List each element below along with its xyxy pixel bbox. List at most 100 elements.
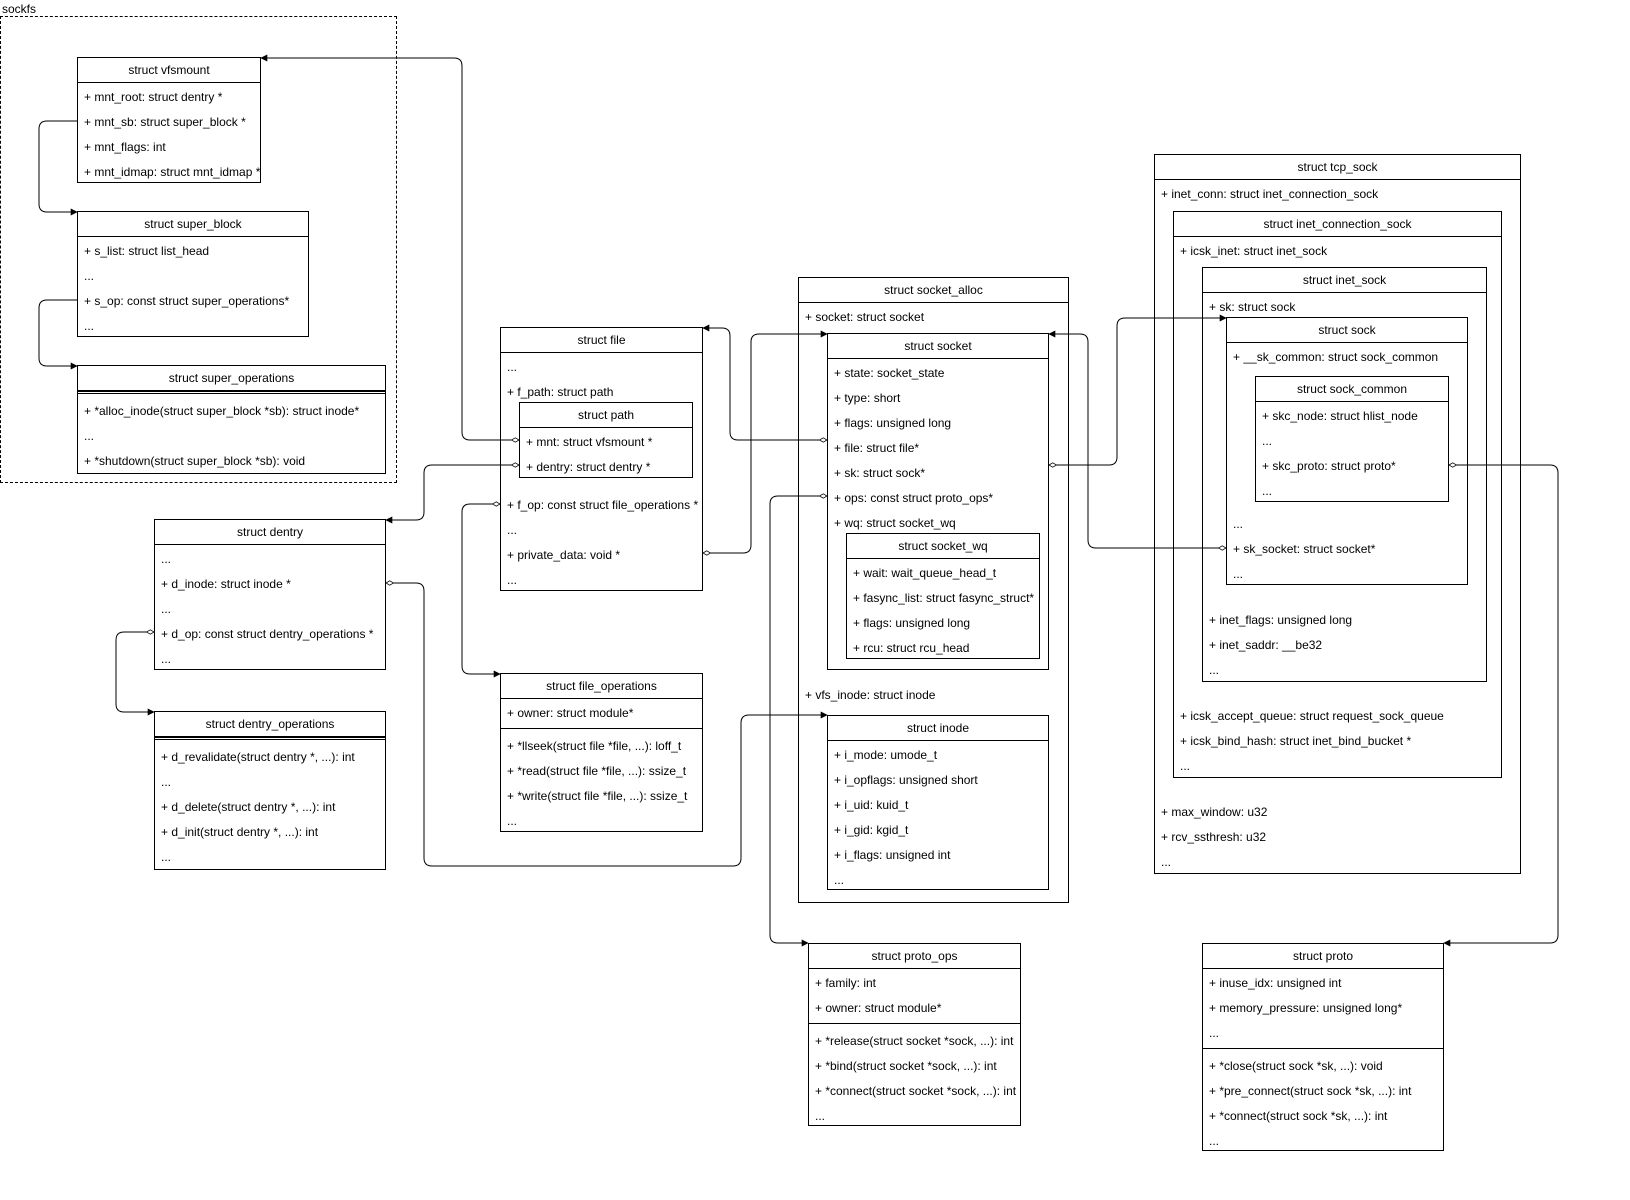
method-d-init: + d_init(struct dentry *, ...): int	[161, 825, 319, 839]
field-skc-proto: + skc_proto: struct proto*	[1262, 459, 1396, 473]
field-i-mode: + i_mode: umode_t	[834, 748, 938, 762]
struct-super-operations: struct super_operations + *alloc_inode(s…	[77, 365, 386, 474]
field-socket: + socket: struct socket	[805, 310, 925, 324]
field-skc-node: + skc_node: struct hlist_node	[1262, 409, 1418, 423]
method-bind: + *bind(struct socket *sock, ...): int	[815, 1059, 997, 1073]
field-f-path: + f_path: struct path	[507, 385, 614, 399]
struct-file-operations: struct file_operations + owner: struct m…	[500, 673, 703, 832]
field-dentry: + dentry: struct dentry *	[526, 460, 651, 474]
struct-sock-common: struct sock_common + skc_node: struct hl…	[1255, 376, 1449, 502]
method-connect: + *connect(struct sock *sk, ...): int	[1209, 1109, 1388, 1123]
struct-socket-wq: struct socket_wq + wait: wait_queue_head…	[846, 533, 1040, 659]
field-sk-common: + __sk_common: struct sock_common	[1233, 350, 1439, 364]
field-owner: + owner: struct module*	[507, 706, 634, 720]
field-ellipsis: ...	[507, 523, 518, 537]
method-d-delete: + d_delete(struct dentry *, ...): int	[161, 800, 336, 814]
field-ellipsis: ...	[84, 319, 95, 333]
struct-proto: struct proto + inuse_idx: unsigned int +…	[1202, 943, 1444, 1151]
struct-vfsmount-title: struct vfsmount	[78, 58, 260, 83]
field-type: + type: short	[834, 391, 901, 405]
field-i-uid: + i_uid: kuid_t	[834, 798, 909, 812]
field-state: + state: socket_state	[834, 366, 945, 380]
field-wait: + wait: wait_queue_head_t	[853, 566, 997, 580]
field-ellipsis: ...	[507, 360, 518, 374]
struct-proto-title: struct proto	[1203, 944, 1443, 969]
method-alloc-inode: + *alloc_inode(struct super_block *sb): …	[84, 404, 360, 418]
field-ellipsis: ...	[161, 552, 172, 566]
field-s-list: + s_list: struct list_head	[84, 244, 210, 258]
field-ellipsis: ...	[507, 814, 518, 828]
struct-socket-wq-title: struct socket_wq	[847, 534, 1039, 559]
field-i-gid: + i_gid: kgid_t	[834, 823, 909, 837]
field-wq: + wq: struct socket_wq	[834, 516, 956, 530]
struct-dentry-title: struct dentry	[155, 520, 385, 545]
method-d-revalidate: + d_revalidate(struct dentry *, ...): in…	[161, 750, 355, 764]
field-ellipsis: ...	[815, 1109, 826, 1123]
struct-super-block-title: struct super_block	[78, 212, 308, 237]
field-inuse-idx: + inuse_idx: unsigned int	[1209, 976, 1342, 990]
field-inet-conn: + inet_conn: struct inet_connection_sock	[1161, 187, 1379, 201]
method-write: + *write(struct file *file, ...): ssize_…	[507, 789, 688, 803]
member-separator	[78, 391, 385, 394]
struct-socket-alloc-title: struct socket_alloc	[799, 278, 1068, 303]
sockfs-label: sockfs	[2, 2, 37, 16]
field-ellipsis: ...	[161, 652, 172, 666]
struct-dentry: struct dentry ... + d_inode: struct inod…	[154, 519, 386, 670]
method-release: + *release(struct socket *sock, ...): in…	[815, 1034, 1014, 1048]
field-vfs-inode: + vfs_inode: struct inode	[805, 688, 936, 702]
struct-file-title: struct file	[501, 328, 702, 353]
field-file: + file: struct file*	[834, 441, 920, 455]
field-private-data: + private_data: void *	[507, 548, 621, 562]
member-separator	[501, 728, 702, 729]
struct-inode: struct inode + i_mode: umode_t + i_opfla…	[827, 715, 1049, 890]
field-rcv-ssthresh: + rcv_ssthresh: u32	[1161, 830, 1267, 844]
struct-proto-ops-title: struct proto_ops	[809, 944, 1020, 969]
field-mnt-root: + mnt_root: struct dentry *	[84, 90, 223, 104]
field-inet-saddr: + inet_saddr: __be32	[1209, 638, 1323, 652]
field-ellipsis: ...	[1262, 434, 1273, 448]
method-pre-connect: + *pre_connect(struct sock *sk, ...): in…	[1209, 1084, 1412, 1098]
field-ellipsis: ...	[161, 602, 172, 616]
connector-d-op	[115, 629, 155, 716]
struct-file-operations-title: struct file_operations	[501, 674, 702, 699]
struct-super-block: struct super_block + s_list: struct list…	[77, 211, 309, 337]
field-d-inode: + d_inode: struct inode *	[161, 577, 291, 591]
struct-dentry-operations-title: struct dentry_operations	[155, 712, 385, 737]
field-mnt-idmap: + mnt_idmap: struct mnt_idmap *	[84, 165, 261, 179]
field-ellipsis: ...	[1233, 517, 1244, 531]
field-family: + family: int	[815, 976, 877, 990]
field-ellipsis: ...	[1209, 663, 1220, 677]
field-ellipsis: ...	[834, 873, 845, 887]
field-ellipsis: ...	[1233, 567, 1244, 581]
field-ellipsis: ...	[1209, 1134, 1220, 1148]
method-shutdown: + *shutdown(struct super_block *sb): voi…	[84, 454, 306, 468]
field-inet-flags: + inet_flags: unsigned long	[1209, 613, 1353, 627]
member-separator	[809, 1023, 1020, 1024]
field-icsk-inet: + icsk_inet: struct inet_sock	[1180, 244, 1328, 258]
method-read: + *read(struct file *file, ...): ssize_t	[507, 764, 687, 778]
field-ellipsis: ...	[507, 573, 518, 587]
field-ellipsis: ...	[84, 429, 95, 443]
field-mnt: + mnt: struct vfsmount *	[526, 435, 653, 449]
field-ops: + ops: const struct proto_ops*	[834, 491, 994, 505]
field-sk: + sk: struct sock*	[834, 466, 926, 480]
struct-super-operations-title: struct super_operations	[78, 366, 385, 391]
field-ellipsis: ...	[1180, 759, 1191, 773]
struct-inet-sock-title: struct inet_sock	[1203, 268, 1486, 293]
field-ellipsis: ...	[84, 269, 95, 283]
field-i-flags: + i_flags: unsigned int	[834, 848, 951, 862]
field-flags: + flags: unsigned long	[853, 616, 971, 630]
field-sk: + sk: struct sock	[1209, 300, 1296, 314]
field-ellipsis: ...	[161, 850, 172, 864]
field-icsk-bind-hash: + icsk_bind_hash: struct inet_bind_bucke…	[1180, 734, 1412, 748]
struct-sock-title: struct sock	[1227, 318, 1467, 343]
field-max-window: + max_window: u32	[1161, 805, 1268, 819]
field-fasync-list: + fasync_list: struct fasync_struct*	[853, 591, 1035, 605]
struct-tcp-sock-title: struct tcp_sock	[1155, 155, 1520, 180]
field-icsk-accept-queue: + icsk_accept_queue: struct request_sock…	[1180, 709, 1444, 723]
struct-inet-connection-sock-title: struct inet_connection_sock	[1174, 212, 1501, 237]
field-d-op: + d_op: const struct dentry_operations *	[161, 627, 374, 641]
field-ellipsis: ...	[161, 775, 172, 789]
field-mnt-sb: + mnt_sb: struct super_block *	[84, 115, 246, 129]
